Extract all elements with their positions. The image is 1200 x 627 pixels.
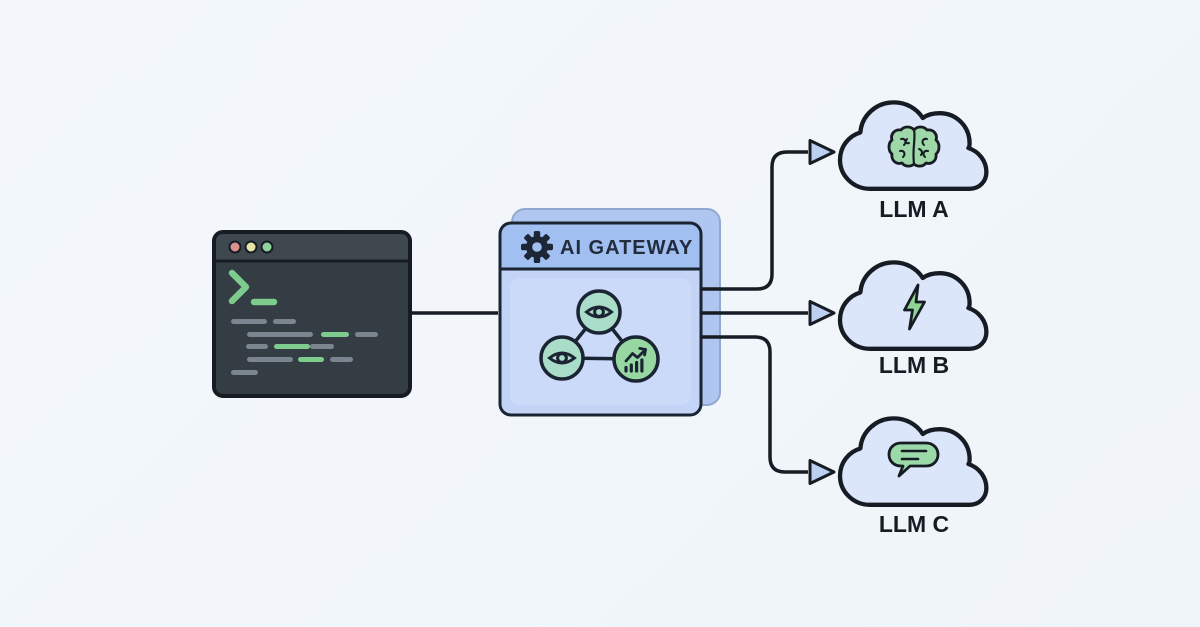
lightning-bolt-icon bbox=[903, 283, 926, 331]
gear-icon bbox=[521, 231, 553, 263]
gateway-header bbox=[500, 223, 701, 269]
cloud-llm-c: LLM C bbox=[837, 416, 989, 537]
brain-icon bbox=[887, 125, 941, 168]
bar-chart-icon bbox=[624, 347, 647, 373]
arrow-to-llm-c bbox=[700, 335, 808, 474]
eye-icon bbox=[584, 305, 614, 319]
eye-icon bbox=[547, 351, 577, 365]
terminal-prompt-icon bbox=[228, 269, 278, 306]
chat-bubble-icon bbox=[887, 441, 940, 478]
gateway-front-border bbox=[498, 221, 703, 417]
arrow-to-llm-a bbox=[700, 150, 808, 291]
gateway-routing-nodes bbox=[539, 289, 660, 383]
node-monitor-top bbox=[576, 289, 622, 335]
node-monitor-left bbox=[539, 335, 585, 381]
traffic-light-yellow-icon bbox=[244, 240, 258, 254]
cloud-llm-b: LLM B bbox=[837, 260, 989, 378]
terminal-titlebar bbox=[216, 234, 408, 260]
terminal-window bbox=[212, 230, 412, 398]
llm-b-label: LLM B bbox=[879, 352, 949, 378]
llm-a-label: LLM A bbox=[879, 196, 948, 222]
terminal-code-lines bbox=[231, 319, 378, 375]
traffic-light-red-icon bbox=[228, 240, 242, 254]
arrowhead-llm-a-icon bbox=[808, 139, 836, 165]
arrowhead-llm-c-icon bbox=[808, 459, 836, 485]
node-analytics bbox=[612, 335, 660, 383]
arrows bbox=[700, 139, 836, 485]
gateway-card: AI GATEWAY bbox=[498, 208, 721, 417]
llm-c-label: LLM C bbox=[879, 511, 949, 537]
arrowhead-llm-b-icon bbox=[808, 300, 836, 326]
gateway-title: AI GATEWAY bbox=[560, 237, 693, 259]
traffic-light-green-icon bbox=[260, 240, 274, 254]
cloud-llm-a: LLM A bbox=[837, 100, 989, 222]
